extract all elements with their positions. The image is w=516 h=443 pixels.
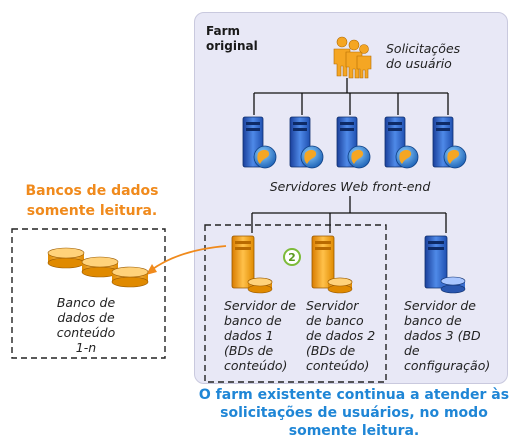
farm-note: O farm existente continua a atender às s… (198, 387, 510, 439)
db-server-3-label: Servidor de banco de dados 3 (BD de conf… (404, 298, 491, 373)
step-badge: 2 (283, 248, 301, 266)
config-db-server-icon (424, 235, 466, 294)
readonly-databases-title: Bancos de dados somente leitura. (25, 183, 159, 219)
database-disks-icon (47, 247, 149, 288)
db-server-icon (231, 235, 273, 294)
readonly-db-servers-box (204, 224, 387, 383)
step-badge-number: 2 (288, 251, 296, 264)
db-server-2-label: Servidor de banco de dados 2 (BDs de con… (306, 298, 376, 373)
web-server-globe-icon (432, 116, 467, 169)
web-server-globe-icon (336, 116, 371, 169)
content-database-label: Banco de dados de conteúdo 1-n (56, 295, 116, 355)
user-requests-label: Solicitações do usuário (386, 41, 461, 71)
web-server-globe-icon (384, 116, 419, 169)
arrow-head (146, 264, 157, 275)
web-server-globe-icon (289, 116, 324, 169)
connector-lines (251, 78, 449, 233)
farm-title: Farm original (206, 24, 258, 53)
web-server-globe-icon (242, 116, 277, 169)
arrow-to-databases (149, 245, 227, 272)
users-icon (333, 36, 372, 79)
db-server-1-label: Servidor de banco de dados 1 (BDs de con… (224, 298, 296, 373)
web-servers-label: Servidores Web front-end (269, 179, 431, 194)
db-server-icon (311, 235, 353, 294)
